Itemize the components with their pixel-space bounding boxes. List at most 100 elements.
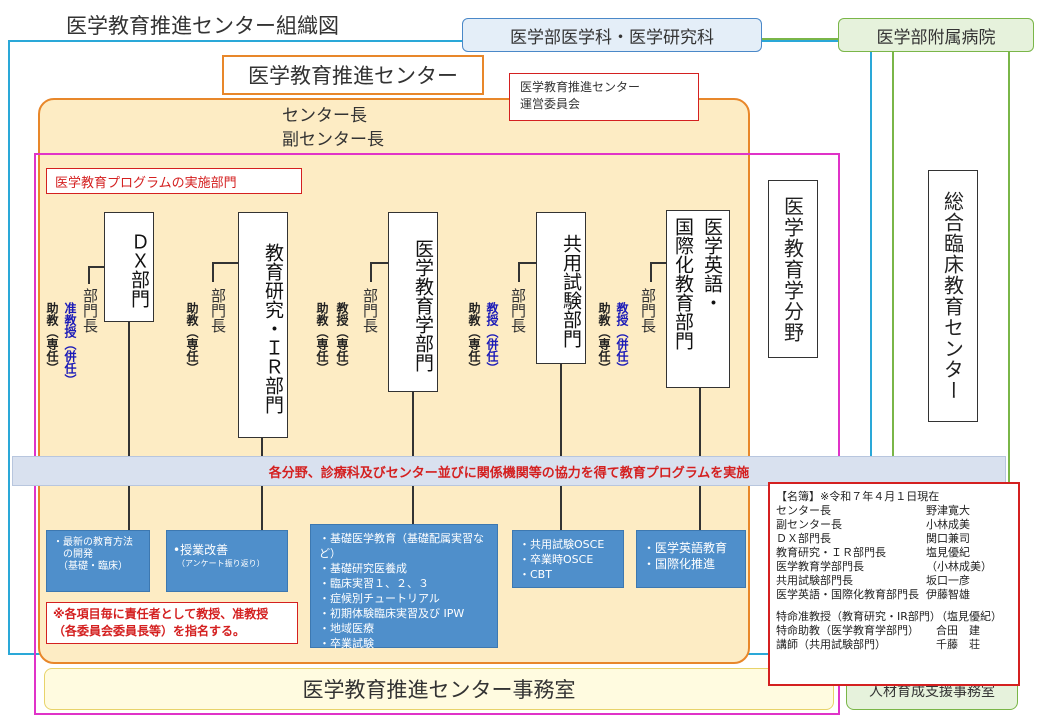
roster-row: 講師（共用試験部門） 千藤 荘: [776, 638, 1012, 652]
activity-med-line: ・地域医療: [319, 622, 374, 635]
dept5-head: 部門長: [639, 288, 657, 333]
activity-intl-line: ・医学英語教育: [643, 541, 728, 555]
activity-med-line: ・症候別チュートリアル: [319, 592, 440, 605]
faculty-frame-rline: [870, 40, 872, 655]
roster-role: 教育研究・ＩＲ部門長: [776, 546, 886, 559]
roster-row: 教育研究・ＩＲ部門長 塩見優紀: [776, 546, 1012, 560]
activity-med-line: ・初期体験臨床実習及び IPW: [319, 607, 465, 620]
roster-role: 共用試験部門長: [776, 574, 853, 587]
hospital-line-top: [762, 38, 838, 40]
act1-connector: [128, 486, 130, 530]
dept1-connector: [128, 322, 130, 456]
roster-role: 講師（共用試験部門）: [776, 638, 886, 651]
dept-exam: 共用試験部門: [536, 212, 586, 364]
roster-person: 塩見優紀: [926, 546, 970, 559]
dept-dx: ＤＸ部門: [104, 212, 154, 322]
cooperation-banner: 各分野、診療科及びセンター並びに関係機関等の協力を得て教育プログラムを実施: [12, 456, 1006, 486]
hospital-line-1: [892, 52, 894, 672]
roster-person: 伊藤智雄: [926, 588, 970, 601]
program-frame: [34, 153, 840, 715]
activity-exam-line: ・卒業時OSCE: [519, 553, 594, 566]
page-title: 医学教育推進センター組織図: [66, 14, 339, 38]
roster-row: センター長 野津寛大: [776, 504, 1012, 518]
roster-row: 特命助教（医学教育学部門） 合田 建: [776, 624, 1012, 638]
hospital-label-text: 医学部附属病院: [876, 27, 996, 48]
dept4-staff-a: 助教（専任）: [467, 302, 481, 374]
activity-ir-line: •授業改善: [173, 543, 229, 557]
roster-person: 千藤 荘: [936, 638, 980, 651]
vice-director-label: 副センター長: [282, 130, 384, 150]
division-box: 医学教育学分野: [768, 180, 818, 358]
center-name-box: 医学教育推進センター: [222, 55, 484, 95]
activity-intl-line: ・国際化推進: [643, 557, 716, 571]
activity-box-intl: ・医学英語教育 ・国際化推進: [636, 530, 746, 588]
dept2-head-v: [212, 262, 214, 282]
activity-box-exam: ・共用試験OSCE ・卒業時OSCE ・CBT: [512, 530, 624, 588]
dept-intl: 国際化教育部門 医学英語・: [666, 210, 730, 388]
implementation-label: 医学教育プログラムの実施部門: [46, 168, 302, 194]
dept3-head-v: [370, 262, 372, 282]
dept3-head-h: [370, 262, 388, 264]
activity-med-line: ・基礎研究医養成: [319, 562, 407, 575]
faculty-label: 医学部医学科・医学研究科: [462, 18, 762, 52]
dept5-staff-b: 教授（併任）: [615, 302, 629, 374]
committee-box: 医学教育推進センター 運営委員会: [509, 73, 699, 121]
activity-med-line: ・基礎医学教育（基礎配属実習など）: [319, 532, 484, 560]
dept1-staff-b: 准教授（併任）: [63, 302, 77, 386]
office-box: 医学教育推進センター事務室: [44, 668, 834, 710]
roster-role: 特命准教授（教育研究・IR部門）: [776, 610, 936, 623]
dept5-head-v: [650, 262, 652, 282]
center-name: 医学教育推進センター: [248, 64, 458, 88]
dept4-head-h: [518, 262, 536, 264]
roster-row: 副センター長小林成美: [776, 518, 1012, 532]
dept1-head: 部門長: [81, 288, 99, 333]
activity-med-line: ・臨床実習１、２、３: [319, 577, 429, 590]
roster-person: （小林成美）: [926, 560, 992, 573]
activity-box-med-edu: ・基礎医学教育（基礎配属実習など） ・基礎研究医養成 ・臨床実習１、２、３ ・症…: [310, 524, 498, 650]
roster-role: 副センター長: [776, 518, 842, 531]
activity-dx-line: ・最新の教育方法: [53, 537, 133, 548]
dept5-staff-a: 助教（専任）: [597, 302, 611, 374]
activity-dx-line: の開発: [53, 549, 93, 560]
act2-connector: [261, 486, 263, 530]
dept4-head: 部門長: [509, 288, 527, 333]
act4-connector: [560, 486, 562, 530]
roster-row: 共用試験部門長 坂口一彦: [776, 574, 1012, 588]
activity-dx-line: （基礎・臨床）: [53, 561, 128, 572]
clinical-center-box: 総合臨床教育センター: [928, 170, 978, 422]
dept5-head-h: [650, 262, 666, 264]
dept-intl-sub: 医学英語・: [701, 217, 723, 312]
activity-box-ir: •授業改善 （アンケート振り返り）: [166, 530, 288, 592]
dept-med-edu: 医学教育学部門: [388, 212, 438, 392]
roster-role: 医学英語・国際化教育部門長: [776, 588, 919, 601]
activity-box-dx: ・最新の教育方法 の開発 （基礎・臨床）: [46, 530, 150, 592]
activity-exam-line: ・CBT: [519, 568, 552, 581]
dept4-connector: [560, 364, 562, 456]
office-text: 医学教育推進センター事務室: [302, 678, 576, 702]
faculty-frame: [8, 40, 870, 655]
activity-ir-line: （アンケート振り返り）: [173, 559, 265, 568]
act5-connector: [699, 486, 701, 530]
roster-person: 坂口一彦: [926, 574, 970, 587]
dept3-head: 部門長: [361, 288, 379, 333]
dept4-head-v: [518, 262, 520, 282]
activity-med-line: ・卒業試験: [319, 637, 374, 650]
roster-row: ＤＸ部門長関口兼司: [776, 532, 1012, 546]
dept-ir: 教育研究・ＩＲ部門: [238, 212, 288, 438]
roster-rows-2: 特命准教授（教育研究・IR部門）（塩見優紀）特命助教（医学教育学部門）合田 建講…: [776, 610, 1012, 652]
dept3-connector: [412, 392, 414, 456]
roster-person: 野津寛大: [926, 504, 970, 517]
hospital-line-2: [1008, 52, 1010, 672]
dept5-connector: [699, 388, 701, 456]
act3-connector: [412, 486, 414, 524]
roster-role: センター長: [776, 504, 831, 517]
assignment-note: ※各項目毎に責任者として教授、准教授（各委員会委員長等）を指名する。: [46, 602, 298, 644]
dept3-staff-b: 教授（専任）: [335, 302, 349, 374]
office-right-text: 人材育成支援事務室: [869, 684, 995, 700]
roster-role: 特命助教（医学教育学部門）: [776, 624, 919, 637]
dept2-staff-a: 助教（専任）: [185, 302, 199, 374]
roster-person: 合田 建: [936, 624, 980, 637]
director-label: センター長: [282, 106, 367, 126]
dept2-head-h: [212, 262, 238, 264]
